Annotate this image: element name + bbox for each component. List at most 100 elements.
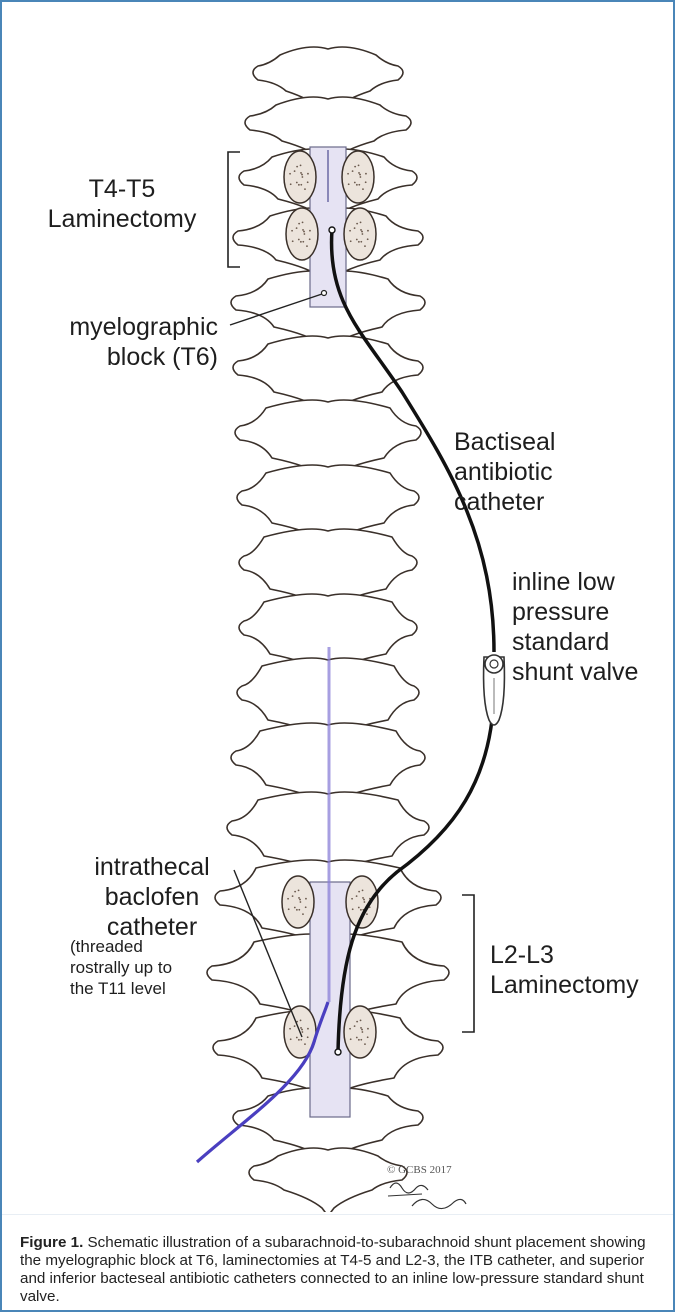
- bone-texture-dot: [358, 164, 360, 166]
- bone-texture-dot: [301, 1029, 303, 1031]
- bone-texture-dot: [300, 184, 302, 186]
- bone-texture-dot: [362, 897, 364, 899]
- label-line: intrathecal: [72, 852, 232, 882]
- label-itb-note: (threaded rostrally up to the T11 level: [70, 936, 210, 999]
- bone-texture-dot: [309, 230, 311, 232]
- label-l2-l3-laminectomy: L2-L3 Laminectomy: [490, 940, 639, 1000]
- bone-texture-dot: [356, 239, 358, 241]
- label-line: standard: [512, 627, 638, 657]
- label-line: shunt valve: [512, 657, 638, 687]
- bone-texture-dot: [302, 176, 304, 178]
- bone-texture-dot: [367, 230, 369, 232]
- bone-texture-dot: [303, 231, 305, 233]
- bone-texture-dot: [364, 245, 366, 247]
- bone-texture-dot: [359, 174, 361, 176]
- bone-texture-dot: [348, 183, 350, 185]
- bone-texture-dot: [294, 907, 296, 909]
- lamina-cut-surface: [342, 151, 374, 203]
- bone-texture-dot: [360, 1019, 362, 1021]
- bracket-l23: [462, 895, 474, 1032]
- bone-texture-dot: [294, 170, 296, 172]
- myelographic-block-marker: [322, 291, 327, 296]
- bone-texture-dot: [290, 183, 292, 185]
- bone-texture-dot: [300, 241, 302, 243]
- bone-texture-dot: [358, 172, 360, 174]
- bone-texture-dot: [292, 895, 294, 897]
- label-line: myelographic: [30, 312, 218, 342]
- bone-texture-dot: [354, 182, 356, 184]
- bone-texture-dot: [358, 907, 360, 909]
- bone-texture-dot: [307, 1028, 309, 1030]
- caption-text: Schematic illustration of a subarachnoid…: [20, 1234, 646, 1305]
- label-line: catheter: [454, 487, 555, 517]
- bone-texture-dot: [362, 1031, 364, 1033]
- bone-texture-dot: [300, 172, 302, 174]
- bone-texture-dot: [358, 1039, 360, 1041]
- bone-texture-dot: [356, 223, 358, 225]
- bone-texture-dot: [298, 897, 300, 899]
- bone-texture-dot: [302, 913, 304, 915]
- bone-texture-dot: [350, 240, 352, 242]
- bone-texture-dot: [363, 899, 365, 901]
- bone-texture-dot: [367, 1028, 369, 1030]
- artist-signature: [382, 1174, 472, 1214]
- lamina-cut-surface: [282, 876, 314, 928]
- label-line: antibiotic: [454, 457, 555, 487]
- bone-texture-dot: [358, 241, 360, 243]
- bone-texture-dot: [354, 166, 356, 168]
- bone-texture-dot: [300, 1039, 302, 1041]
- bone-texture-dot: [360, 229, 362, 231]
- bone-texture-dot: [298, 239, 300, 241]
- catheter-tip-upper: [329, 227, 335, 233]
- bone-texture-dot: [356, 895, 358, 897]
- bone-texture-dot: [307, 173, 309, 175]
- figure-label: Figure 1.: [20, 1234, 83, 1251]
- bone-texture-dot: [296, 182, 298, 184]
- bone-texture-dot: [287, 898, 289, 900]
- bone-texture-dot: [309, 238, 311, 240]
- shunt-valve-icon: [484, 655, 505, 725]
- bone-texture-dot: [288, 908, 290, 910]
- bone-texture-dot: [298, 909, 300, 911]
- bone-texture-dot: [367, 238, 369, 240]
- bone-texture-dot: [294, 1025, 296, 1027]
- bone-texture-dot: [362, 233, 364, 235]
- bone-texture-dot: [296, 227, 298, 229]
- bone-texture-dot: [366, 913, 368, 915]
- label-line: baclofen: [72, 882, 232, 912]
- bone-texture-dot: [362, 889, 364, 891]
- bone-texture-dot: [352, 170, 354, 172]
- bone-texture-dot: [356, 1037, 358, 1039]
- bone-texture-dot: [358, 891, 360, 893]
- bone-texture-dot: [304, 188, 306, 190]
- bone-texture-dot: [298, 1039, 300, 1041]
- bone-texture-dot: [302, 221, 304, 223]
- bone-texture-dot: [356, 1021, 358, 1023]
- label-bactiseal-catheter: Bactiseal antibiotic catheter: [454, 427, 555, 517]
- bone-texture-dot: [350, 1038, 352, 1040]
- bone-texture-dot: [358, 184, 360, 186]
- lamina-cut-surface: [344, 208, 376, 260]
- bone-texture-dot: [292, 240, 294, 242]
- bone-texture-dot: [305, 898, 307, 900]
- label-intrathecal-baclofen-catheter: intrathecal baclofen catheter: [72, 852, 232, 942]
- label-line: T4-T5: [22, 174, 222, 204]
- bone-texture-dot: [364, 1043, 366, 1045]
- bone-texture-dot: [298, 184, 300, 186]
- bone-texture-dot: [364, 901, 366, 903]
- lamina-cut-surface: [284, 151, 316, 203]
- figure-caption: Figure 1. Schematic illustration of a su…: [20, 1234, 660, 1306]
- label-line: inline low: [512, 567, 638, 597]
- bone-texture-dot: [289, 173, 291, 175]
- bone-texture-dot: [361, 231, 363, 233]
- bone-texture-dot: [361, 1029, 363, 1031]
- bone-texture-dot: [307, 181, 309, 183]
- bone-texture-dot: [300, 1019, 302, 1021]
- bone-texture-dot: [349, 230, 351, 232]
- bone-texture-dot: [294, 891, 296, 893]
- label-t4-t5-laminectomy: T4-T5 Laminectomy: [22, 174, 222, 234]
- label-line: pressure: [512, 597, 638, 627]
- label-line: Bactiseal: [454, 427, 555, 457]
- bone-texture-dot: [307, 1036, 309, 1038]
